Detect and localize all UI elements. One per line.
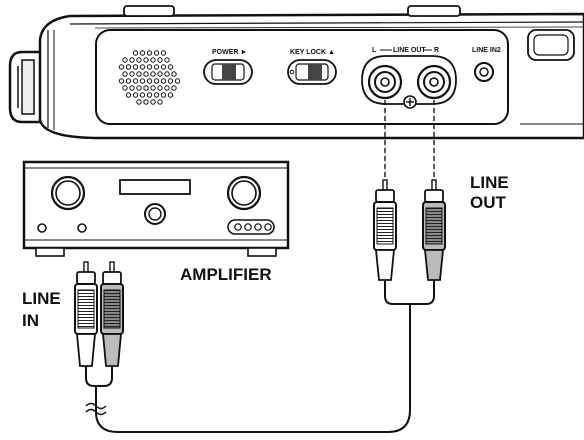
- power-switch-knob: [222, 64, 236, 80]
- speaker-hole: [122, 71, 128, 77]
- speaker-hole: [125, 92, 132, 98]
- amplifier-device: [22, 160, 290, 257]
- line-out-r-label: R: [434, 47, 439, 54]
- speaker-hole: [153, 92, 160, 98]
- speaker-hole: [167, 64, 174, 70]
- line-in2-jack[interactable]: [474, 62, 494, 82]
- key-lock-label: KEY LOCK ▲: [290, 49, 335, 56]
- speaker-hole: [164, 57, 170, 63]
- amplifier-small-button-1[interactable]: [37, 223, 47, 233]
- speaker-hole: [150, 71, 156, 77]
- rca-plug-left-in[interactable]: [74, 261, 98, 367]
- speaker-hole: [139, 78, 146, 84]
- speaker-hole: [139, 92, 146, 98]
- speaker-hole: [146, 50, 153, 56]
- speaker-hole: [164, 85, 170, 91]
- rca-cable: [85, 280, 435, 433]
- speaker-hole: [129, 57, 135, 63]
- top-button-right: [407, 5, 461, 17]
- amplifier-foot-right: [247, 247, 277, 257]
- top-button-left: [123, 5, 175, 17]
- speaker-hole: [153, 78, 160, 84]
- speaker-hole: [143, 71, 149, 77]
- line-out-r-jack[interactable]: [416, 64, 452, 100]
- line-out-label-line2: OUT: [470, 193, 507, 212]
- volume-knob-left[interactable]: [50, 175, 86, 211]
- speaker-hole: [167, 92, 174, 98]
- speaker-hole: [157, 85, 163, 91]
- speaker-hole: [146, 92, 153, 98]
- speaker-hole: [125, 78, 132, 84]
- speaker-grille: [118, 50, 181, 105]
- speaker-hole: [139, 50, 146, 56]
- speaker-hole: [122, 57, 128, 63]
- speaker-hole: [171, 71, 177, 77]
- speaker-hole: [146, 64, 153, 70]
- line-in2-label: LINE IN2: [472, 47, 501, 54]
- input-selector-buttons[interactable]: [227, 219, 275, 235]
- speaker-hole: [118, 64, 125, 70]
- line-out-l-label: L: [372, 47, 377, 54]
- line-out-label-line1: LINE: [470, 173, 509, 192]
- plug-insertion-guides: [384, 100, 435, 178]
- amplifier-foot-left: [35, 247, 65, 257]
- speaker-hole: [157, 99, 163, 105]
- rca-plug-left-out[interactable]: [373, 179, 397, 281]
- speaker-hole: [129, 85, 135, 91]
- speaker-hole: [150, 85, 156, 91]
- speaker-hole: [132, 78, 139, 84]
- speaker-hole: [132, 50, 139, 56]
- speaker-hole: [129, 71, 135, 77]
- speaker-hole: [143, 57, 149, 63]
- power-label: POWER ►: [212, 49, 247, 56]
- speaker-hole: [143, 85, 149, 91]
- speaker-hole: [125, 64, 132, 70]
- speaker-hole: [132, 64, 139, 70]
- recorder-device: POWER ► KEY LOCK ▲ L LINE OUT R: [8, 5, 584, 140]
- speaker-hole: [171, 85, 177, 91]
- speaker-hole: [136, 85, 142, 91]
- recorder-side-grip: [8, 50, 40, 124]
- speaker-hole: [136, 57, 142, 63]
- line-in-label-line2: IN: [22, 311, 39, 330]
- speaker-hole: [132, 92, 139, 98]
- key-lock-switch-knob: [308, 64, 322, 80]
- volume-knob-right[interactable]: [226, 175, 262, 211]
- speaker-hole: [153, 64, 160, 70]
- screw-icon: [403, 95, 417, 109]
- speaker-hole: [164, 71, 170, 77]
- speaker-hole: [174, 78, 181, 84]
- rca-plug-right-in[interactable]: [100, 261, 124, 367]
- line-out-l-jack[interactable]: [367, 64, 403, 100]
- amplifier-small-button-2[interactable]: [77, 223, 87, 233]
- speaker-hole: [143, 99, 149, 105]
- amplifier-display: [119, 179, 191, 195]
- speaker-hole: [160, 64, 167, 70]
- speaker-hole: [160, 92, 167, 98]
- speaker-hole: [122, 85, 128, 91]
- speaker-hole: [153, 50, 160, 56]
- cable-break-icon: [85, 402, 107, 416]
- speaker-hole: [157, 57, 163, 63]
- speaker-hole: [146, 78, 153, 84]
- line-out-panel-label: LINE OUT: [393, 47, 426, 54]
- speaker-hole: [167, 78, 174, 84]
- speaker-hole: [150, 99, 156, 105]
- speaker-hole: [150, 57, 156, 63]
- speaker-hole: [136, 71, 142, 77]
- speaker-hole: [139, 64, 146, 70]
- speaker-hole: [160, 50, 167, 56]
- amplifier-center-knob[interactable]: [144, 203, 166, 225]
- speaker-hole: [118, 78, 125, 84]
- rca-plug-right-out[interactable]: [422, 179, 446, 281]
- speaker-hole: [160, 78, 167, 84]
- amplifier-label: AMPLIFIER: [180, 265, 272, 284]
- speaker-hole: [157, 71, 163, 77]
- line-in-label-line1: LINE: [22, 289, 61, 308]
- speaker-hole: [136, 99, 142, 105]
